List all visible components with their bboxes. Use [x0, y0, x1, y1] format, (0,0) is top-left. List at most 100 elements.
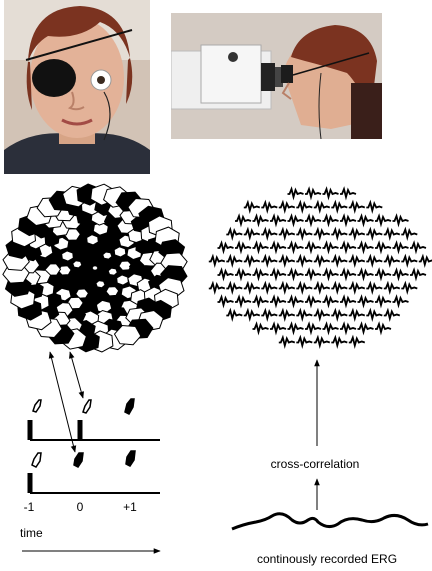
erg-wavelet	[348, 307, 366, 322]
stimulus-hexagon-white	[91, 265, 99, 271]
erg-wavelet	[401, 226, 418, 241]
erg-wavelet	[287, 267, 304, 282]
stimulus-hexagon-black	[81, 300, 98, 315]
erg-wavelet	[366, 280, 383, 295]
erg-wavelet	[226, 253, 243, 268]
stimulus-hexagon-array	[2, 183, 188, 353]
erg-wavelet	[305, 294, 322, 309]
erg-wavelet	[296, 334, 313, 349]
erg-wavelet	[296, 253, 313, 268]
tick-label-plus-one: +1	[123, 500, 137, 514]
erg-wavelet	[243, 199, 261, 214]
erg-wavelet	[366, 199, 383, 214]
erg-wavelet	[401, 280, 418, 295]
stimulus-hexagon-white	[113, 324, 142, 346]
erg-wavelet	[322, 294, 339, 309]
stimulus-hexagon-black	[77, 276, 88, 285]
stimulus-hexagon-black	[91, 290, 104, 302]
erg-wavelet	[348, 199, 366, 214]
erg-wavelet	[313, 199, 331, 214]
erg-wavelet	[235, 294, 252, 309]
erg-wavelet	[357, 213, 374, 228]
erg-wavelet	[235, 240, 252, 255]
stimulus-hexagon-black	[84, 247, 95, 256]
erg-wavelet	[278, 280, 296, 295]
stimulus-hexagon-white	[102, 251, 113, 260]
erg-wavelet	[348, 334, 366, 349]
erg-wavelet	[296, 199, 313, 214]
erg-wavelet	[418, 253, 432, 268]
erg-wavelet	[305, 267, 322, 282]
erg-wavelet	[340, 186, 357, 201]
erg-wavelet	[322, 321, 339, 336]
erg-wavelet	[235, 213, 252, 228]
erg-wavelet	[252, 240, 269, 255]
erg-wavelet	[287, 213, 304, 228]
erg-wavelet	[348, 226, 366, 241]
erg-wavelet	[278, 253, 296, 268]
erg-wavelet	[305, 240, 322, 255]
erg-wavelet	[383, 280, 401, 295]
erg-wavelet	[235, 267, 252, 282]
erg-wavelet	[331, 307, 348, 322]
erg-wavelet	[252, 321, 269, 336]
erg-wavelet	[270, 294, 287, 309]
erg-wavelet	[357, 294, 374, 309]
erg-wavelet	[296, 280, 313, 295]
time-axis-label: time	[20, 526, 43, 540]
erg-wavelet	[278, 226, 296, 241]
stimulus-hexagon-white	[116, 274, 129, 286]
erg-response-array	[208, 186, 432, 349]
erg-wavelet	[331, 280, 348, 295]
erg-wavelet	[357, 321, 374, 336]
stimulus-hexagon-white	[72, 260, 83, 269]
erg-wavelet	[375, 321, 392, 336]
erg-wavelet	[278, 334, 296, 349]
erg-wavelet	[217, 240, 234, 255]
erg-wavelet	[270, 213, 287, 228]
erg-wavelet	[243, 307, 261, 322]
stimulus-hexagon-white	[118, 260, 133, 271]
frame-hexagon-white	[31, 452, 42, 468]
erg-wavelet	[296, 226, 313, 241]
photo-patient-front	[4, 0, 150, 174]
erg-wavelet	[331, 253, 348, 268]
erg-wavelet	[261, 199, 278, 214]
erg-wavelet	[217, 267, 234, 282]
erg-wavelet	[383, 307, 401, 322]
stimulus-hexagon-black	[70, 239, 85, 250]
erg-wavelet	[357, 240, 374, 255]
timeline-row-lower	[27, 450, 160, 494]
erg-wavelet	[313, 253, 331, 268]
erg-wavelet	[287, 294, 304, 309]
recorded-erg-label: continously recorded ERG	[256, 552, 398, 566]
erg-wavelet	[261, 253, 278, 268]
erg-wavelet	[226, 226, 243, 241]
stimulus-hexagon-white	[75, 288, 90, 299]
erg-wavelet	[322, 267, 339, 282]
stimulus-hexagon-white	[86, 234, 99, 246]
erg-wavelet	[331, 226, 348, 241]
erg-wavelet	[208, 253, 226, 268]
erg-wavelet	[366, 307, 383, 322]
frame-hexagon-black	[124, 398, 135, 415]
erg-wavelet	[392, 213, 409, 228]
frame-hexagon-black	[125, 450, 136, 467]
erg-wavelet	[270, 267, 287, 282]
stimulus-hexagon-black	[100, 237, 115, 248]
erg-wavelet	[243, 253, 261, 268]
erg-wavelet	[322, 240, 339, 255]
erg-wavelet	[313, 226, 331, 241]
patient-profile-illustration	[171, 13, 382, 139]
stimulus-hexagon-white	[92, 221, 109, 236]
erg-wavelet	[410, 240, 427, 255]
erg-wavelet	[252, 294, 269, 309]
erg-wavelet	[278, 307, 296, 322]
erg-wavelet	[322, 213, 339, 228]
erg-wavelet	[340, 213, 357, 228]
stimulus-hexagon-white	[113, 246, 127, 258]
cross-correlation-label: cross-correlation	[270, 457, 360, 471]
erg-wavelet	[287, 321, 304, 336]
erg-wavelet	[331, 199, 348, 214]
